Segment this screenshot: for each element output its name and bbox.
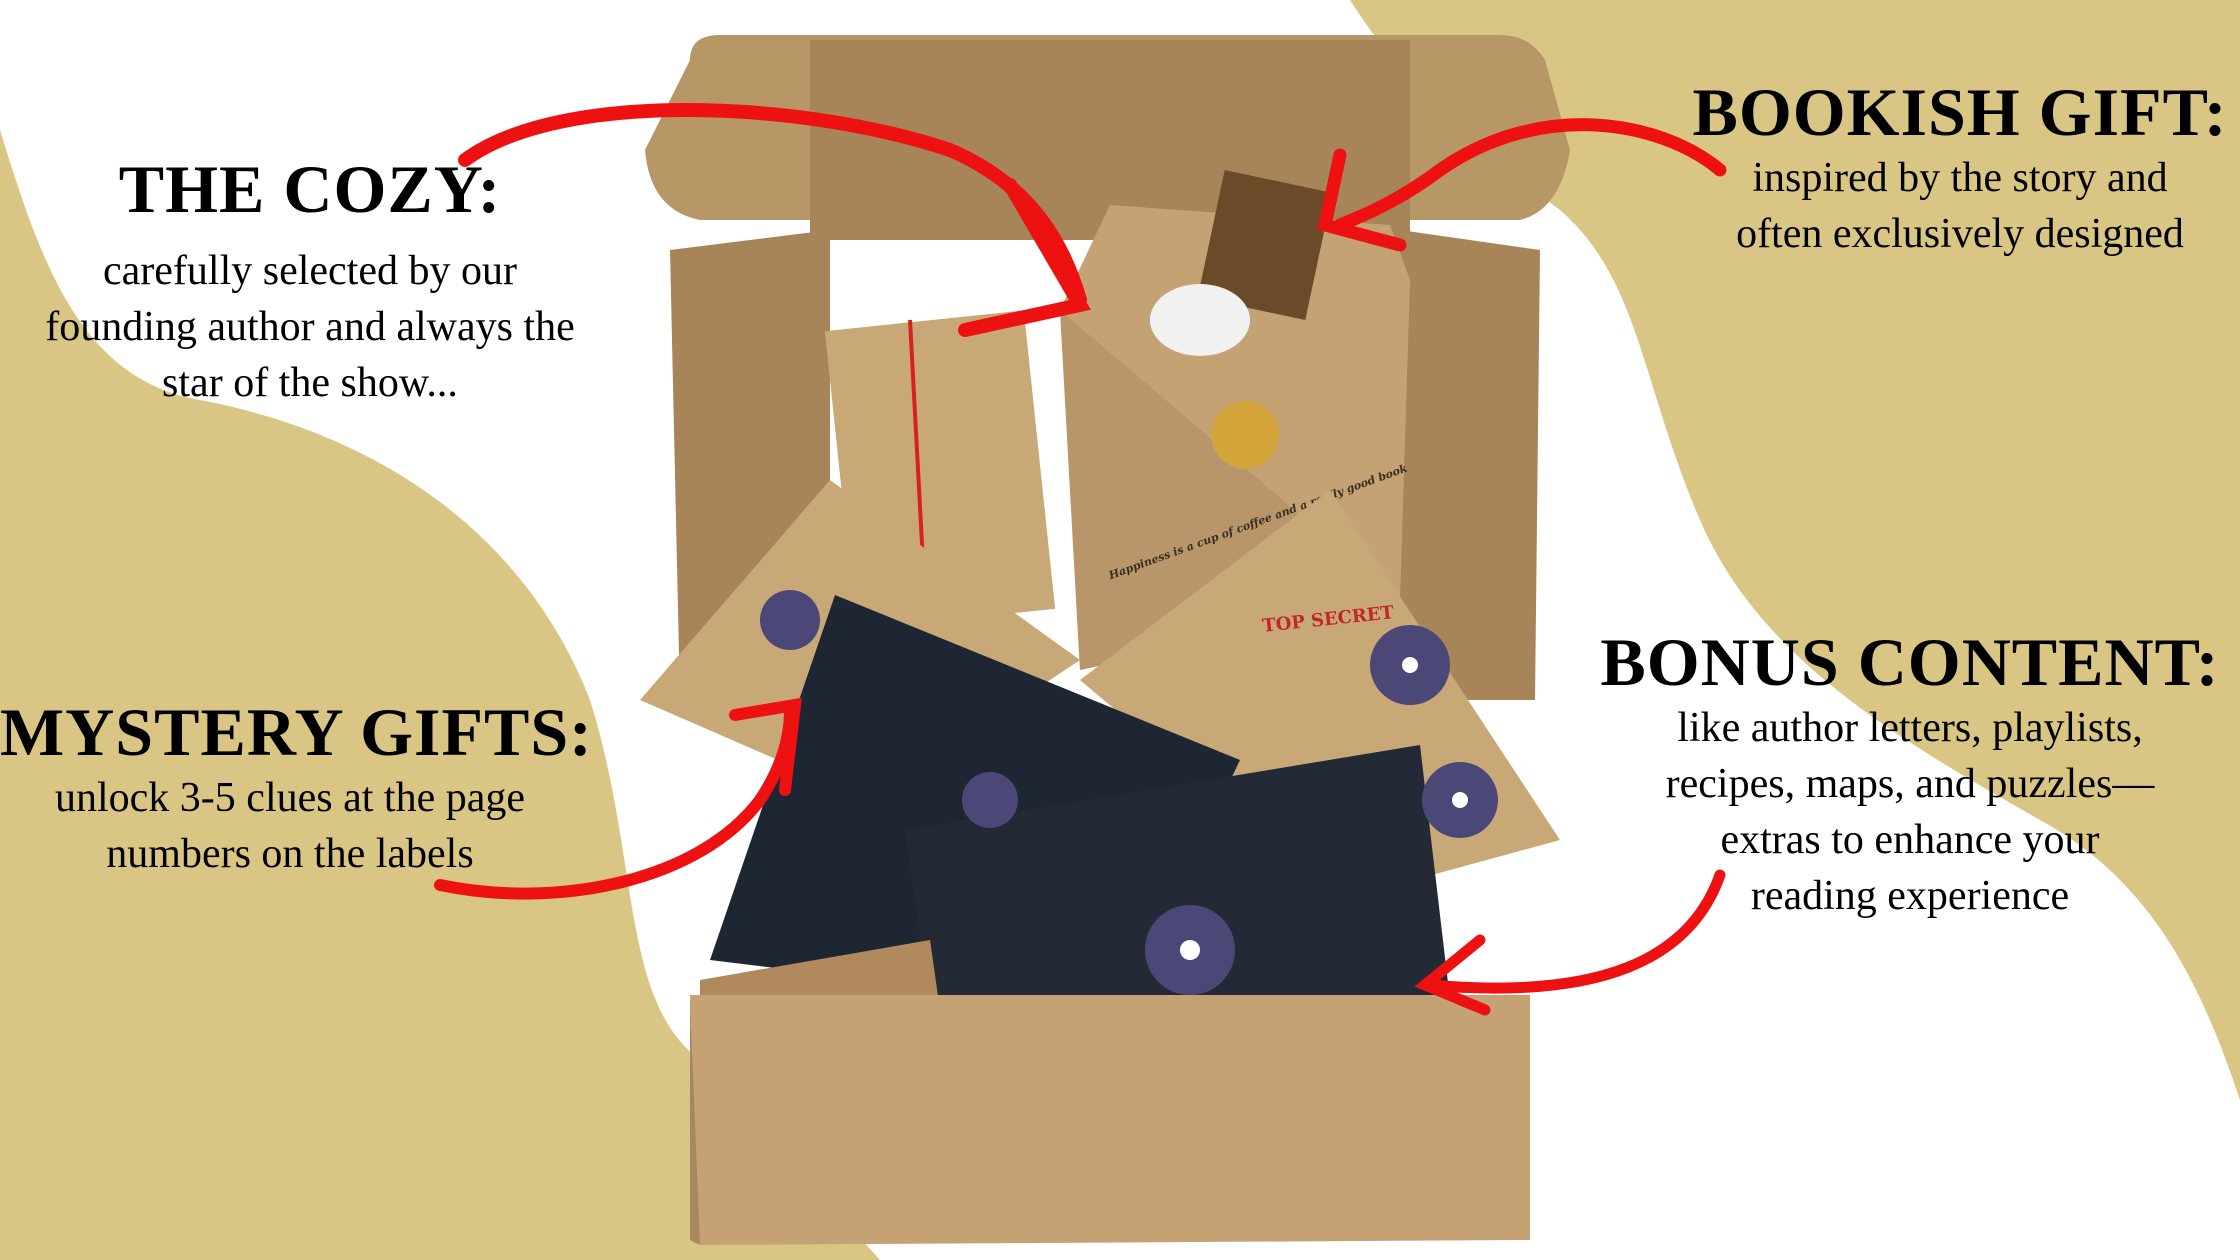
arrow-icon [434,103,1727,1016]
box-front [690,995,1530,1245]
cozy-section: THE COZY: carefully selected by our foun… [0,155,620,411]
cozy-line: founding author and always the [45,304,575,350]
bookish-line: often exclusively designed [1736,211,2184,257]
mystery-envelope [905,745,1450,1010]
left-beige-blob [0,130,880,1260]
bonus-title: BONUS CONTENT: [1600,624,2220,700]
bonus-section: BONUS CONTENT: like author letters, play… [1580,628,2240,924]
bonus-line: like author letters, playlists, [1677,705,2143,751]
mystery-title: MYSTERY GIFTS: [0,694,593,770]
gift-box: Happiness is a cup of coffee and a reall… [640,35,1570,1245]
cozy-title: THE COZY: [118,151,502,227]
bookish-line: inspired by the story and [1752,155,2168,201]
mystery-line: unlock 3-5 clues at the page [55,775,525,821]
bonus-line: recipes, maps, and puzzles— [1665,761,2155,807]
bonus-line: reading experience [1750,873,2070,919]
mystery-line: numbers on the labels [106,831,474,877]
cozy-line: carefully selected by our [103,248,517,294]
bonus-line: extras to enhance your [1720,817,2100,863]
bookish-section: BOOKISH GIFT: inspired by the story and … [1680,78,2240,262]
cozy-line: star of the show... [162,360,458,406]
bookish-title: BOOKISH GIFT: [1692,74,2228,150]
right-beige-blob [1350,0,2240,1100]
mystery-section: MYSTERY GIFTS: unlock 3-5 clues at the p… [0,694,593,882]
